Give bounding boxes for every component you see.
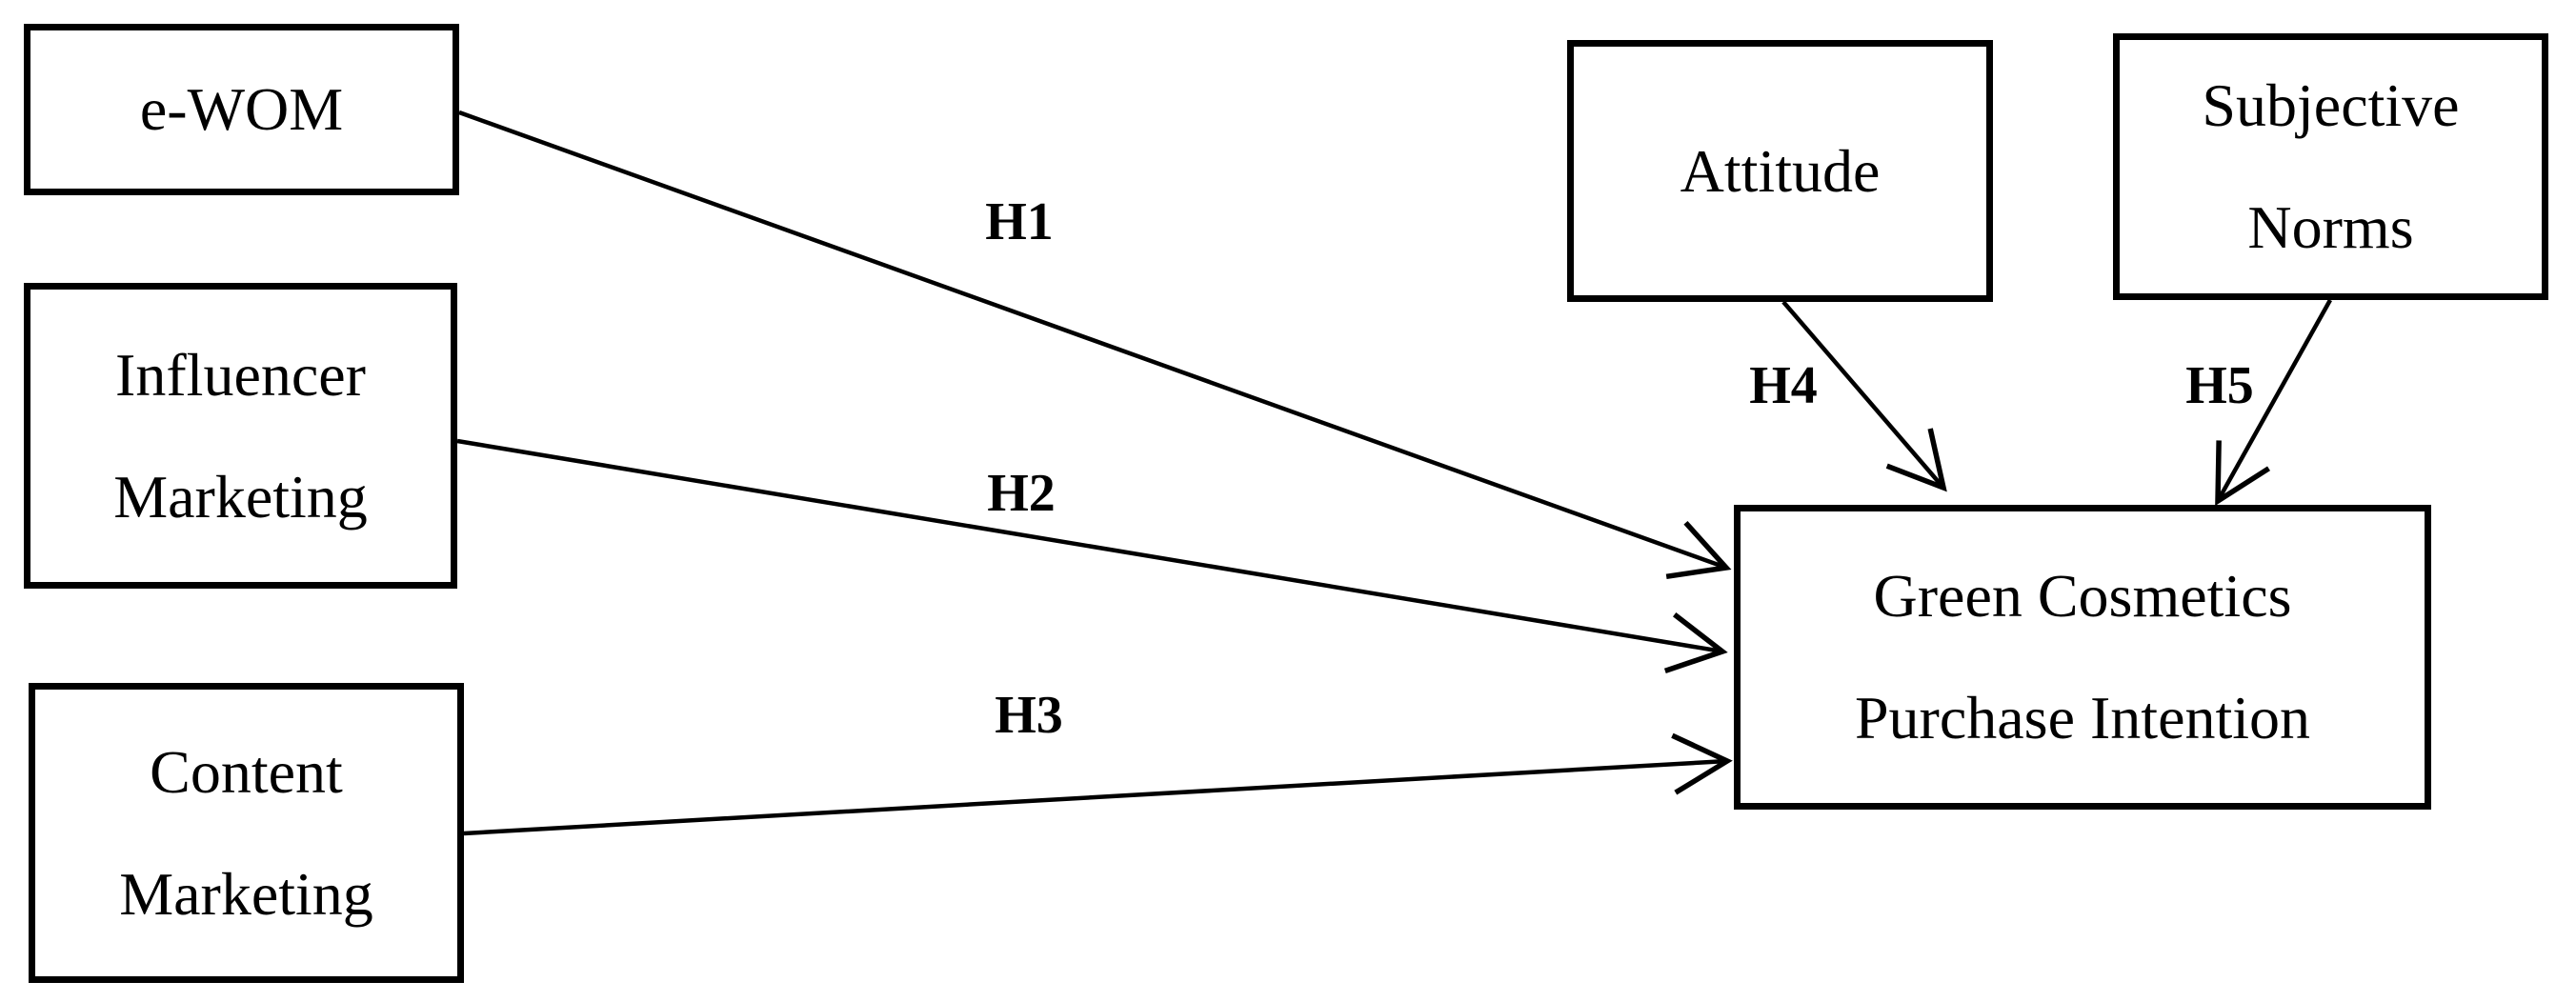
h3-arrow: [463, 732, 1733, 836]
subjective-norms-box: Subjective Norms: [2113, 33, 2548, 300]
h2-arrow: [456, 438, 1728, 674]
h1-label: H1: [985, 192, 1054, 251]
h5-arrow: [2215, 298, 2332, 507]
h4-label: H4: [1749, 356, 1818, 415]
h3-label: H3: [995, 686, 1063, 745]
h5-label: H5: [2185, 356, 2254, 415]
h1-arrow: [458, 110, 1732, 580]
attitude-box: Attitude: [1567, 40, 1993, 302]
green-cosmetics-purchase-intention-box: Green Cosmetics Purchase Intention: [1734, 505, 2431, 810]
ewom-box: e-WOM: [24, 24, 459, 195]
influencer-marketing-box: Influencer Marketing: [24, 283, 457, 589]
content-marketing-box: Content Marketing: [29, 683, 464, 983]
h2-label: H2: [987, 464, 1056, 523]
h4-arrow: [1781, 300, 1947, 492]
